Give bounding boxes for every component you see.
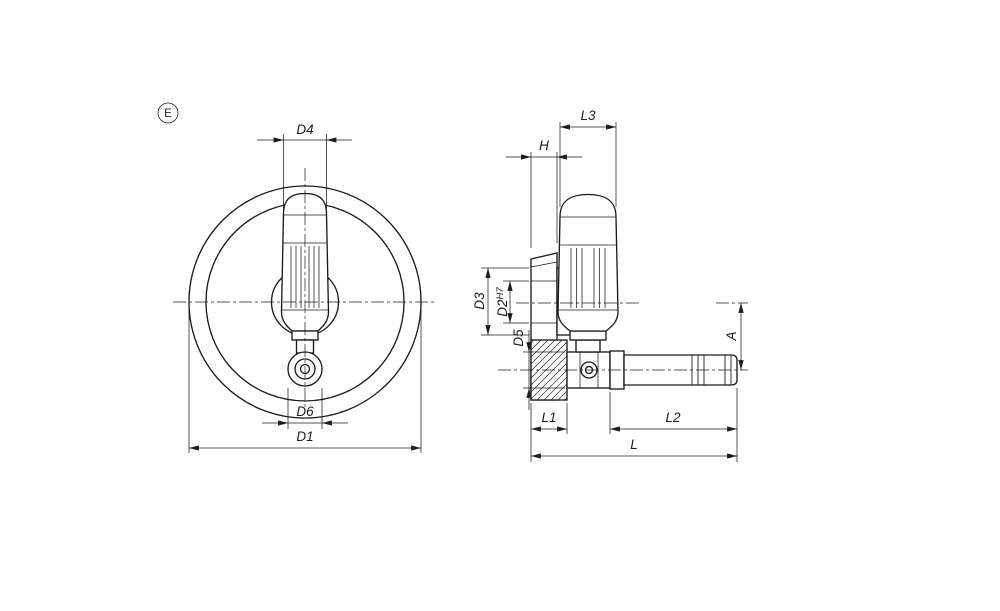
dim-label-d4: D4 [296,122,313,137]
dim-d1: D1 [188,310,422,453]
dim-a: A [724,303,744,370]
dim-label-d2: D2H7 [495,287,510,317]
dim-d4: D4 [257,122,352,209]
dim-l2: L2 [609,388,738,462]
front-view: D4 D6 D1 [173,122,437,453]
side-view: L3 H D3 D2H7 [472,108,748,462]
dim-label-a: A [724,331,739,341]
dim-label-d5: D5 [511,329,526,347]
grip-neck-side [569,330,607,341]
dim-d2: D2H7 [495,280,529,324]
dim-label-d3: D3 [472,292,487,310]
dim-label-l2: L2 [665,410,681,425]
grip-flutes-side [570,248,606,308]
dim-label-l: L [630,437,638,452]
dim-l1: L1 [530,403,568,462]
revolving-grip [609,350,738,390]
dim-label-h: H [539,138,549,153]
dim-l3: L3 [559,108,617,207]
folded-grip-side [557,193,619,353]
dim-label-l3: L3 [580,108,596,123]
revision-symbol: E [157,102,179,124]
dim-d3: D3 [472,267,529,336]
revision-mark-label: E [164,108,172,120]
dim-d6: D6 [262,388,348,429]
grip-flutes-front [290,246,320,308]
dim-label-l1: L1 [541,410,556,425]
dim-label-d6: D6 [296,404,314,419]
grip-stem-side [575,339,601,353]
dim-h: H [506,138,582,248]
dim-label-d1: D1 [296,429,313,444]
dim-l: L [531,437,737,459]
dim-d5: D5 [511,329,565,410]
